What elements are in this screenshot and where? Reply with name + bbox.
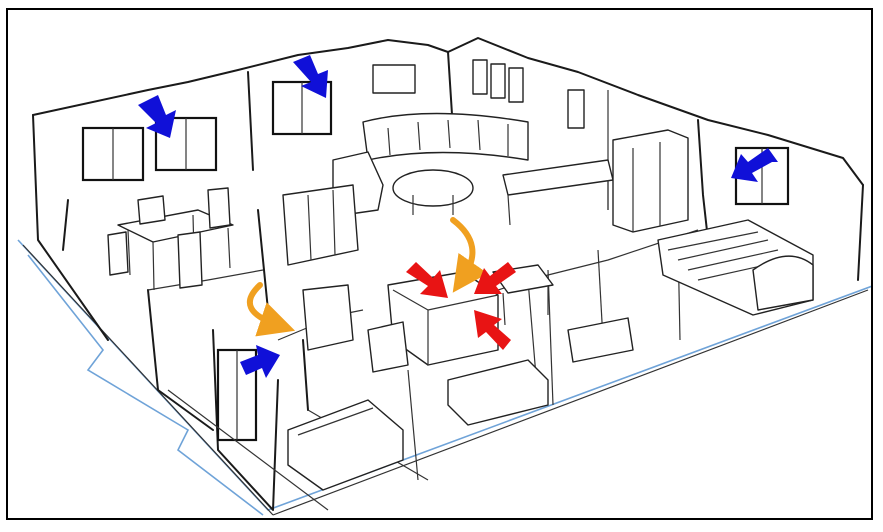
house-cutaway-illustration <box>8 10 873 520</box>
diagram-frame <box>6 8 873 520</box>
sofa <box>363 114 528 161</box>
kitchen-counter <box>503 160 613 195</box>
coffee-table <box>393 170 473 206</box>
curved-arrow-icon <box>250 285 278 325</box>
wardrobe <box>613 130 688 232</box>
curved-arrow-icon <box>453 220 472 278</box>
bathtub <box>448 360 548 425</box>
cabinet <box>283 185 358 265</box>
bed <box>288 400 403 490</box>
